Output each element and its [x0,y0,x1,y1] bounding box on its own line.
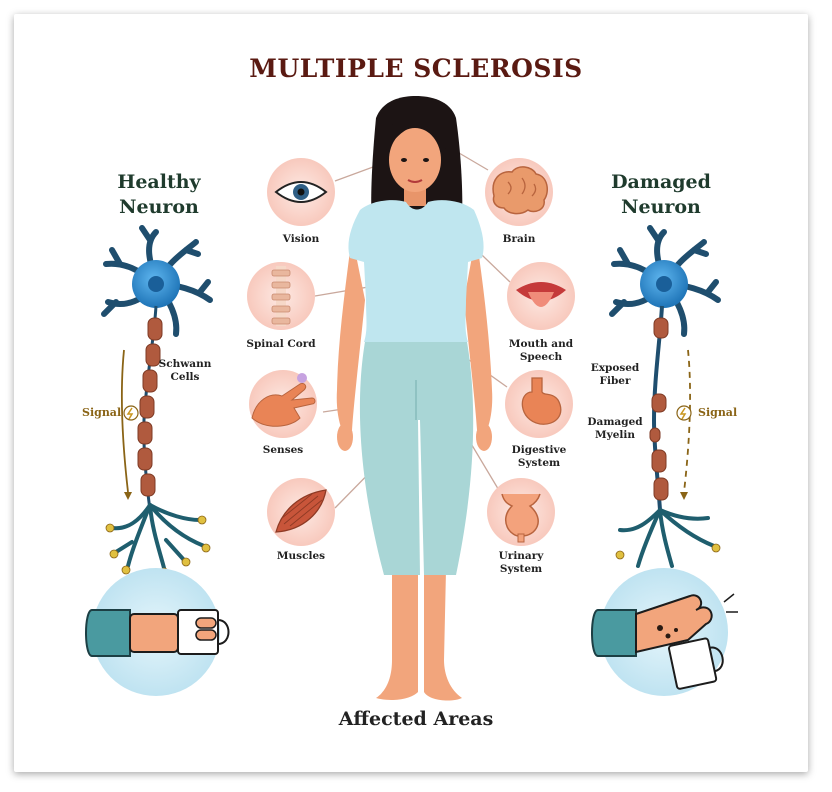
mouth-line1: Mouth and [508,338,574,350]
healthy-neuron-heading: Healthy Neuron [79,170,239,220]
spine-icon [247,262,315,330]
urinary-line1: Urinary [498,550,544,562]
page-title: MULTIPLE SCLEROSIS [249,54,583,83]
myelin-line1: Damaged [587,416,643,428]
urinary-line2: System [499,563,543,575]
stomach-icon [505,370,573,438]
schwann-line2: Cells [170,371,200,383]
muscle-icon [267,478,335,546]
urinary-system-label: Urinary System [481,550,561,576]
hand-dropping-mug-icon [591,568,738,696]
damaged-heading-line2: Neuron [621,196,701,218]
exposed-fiber-label: Exposed Fiber [585,362,645,388]
spinal-cord-label: Spinal Cord [246,338,316,350]
digestive-line2: System [517,457,561,469]
schwann-line1: Schwann [158,358,212,370]
mouth-icon [507,262,575,330]
damaged-myelin-label: Damaged Myelin [585,416,645,442]
digestive-system-label: Digestive System [499,444,579,470]
damaged-heading-line1: Damaged [611,171,711,193]
hand-holding-mug-icon [85,568,230,696]
woman-figure [336,96,493,701]
myelin-line2: Myelin [594,429,636,441]
muscles-label: Muscles [276,550,326,562]
damaged-neuron-heading: Damaged Neuron [581,170,741,220]
bladder-icon [487,478,555,546]
healthy-neuron [101,225,213,583]
hand-icon [249,370,317,438]
digestive-line1: Digestive [511,444,567,456]
vision-icon [267,158,335,226]
damaged-neuron [609,225,721,568]
exposed-line1: Exposed [590,362,640,374]
senses-label: Senses [262,444,304,456]
brain-label: Brain [502,233,536,245]
mouth-speech-label: Mouth and Speech [501,338,581,364]
schwann-cells-label: Schwann Cells [155,358,215,384]
affected-areas-caption: Affected Areas [338,708,494,730]
damaged-signal-label: Signal [698,406,738,419]
healthy-heading-line2: Neuron [119,196,199,218]
exposed-line2: Fiber [599,375,631,387]
healthy-heading-line1: Healthy [117,171,201,193]
lightning-icon [123,405,139,421]
vision-label: Vision [282,233,320,245]
mouth-line2: Speech [519,351,563,363]
brain-icon [485,158,553,226]
healthy-signal-label: Signal [82,406,122,419]
